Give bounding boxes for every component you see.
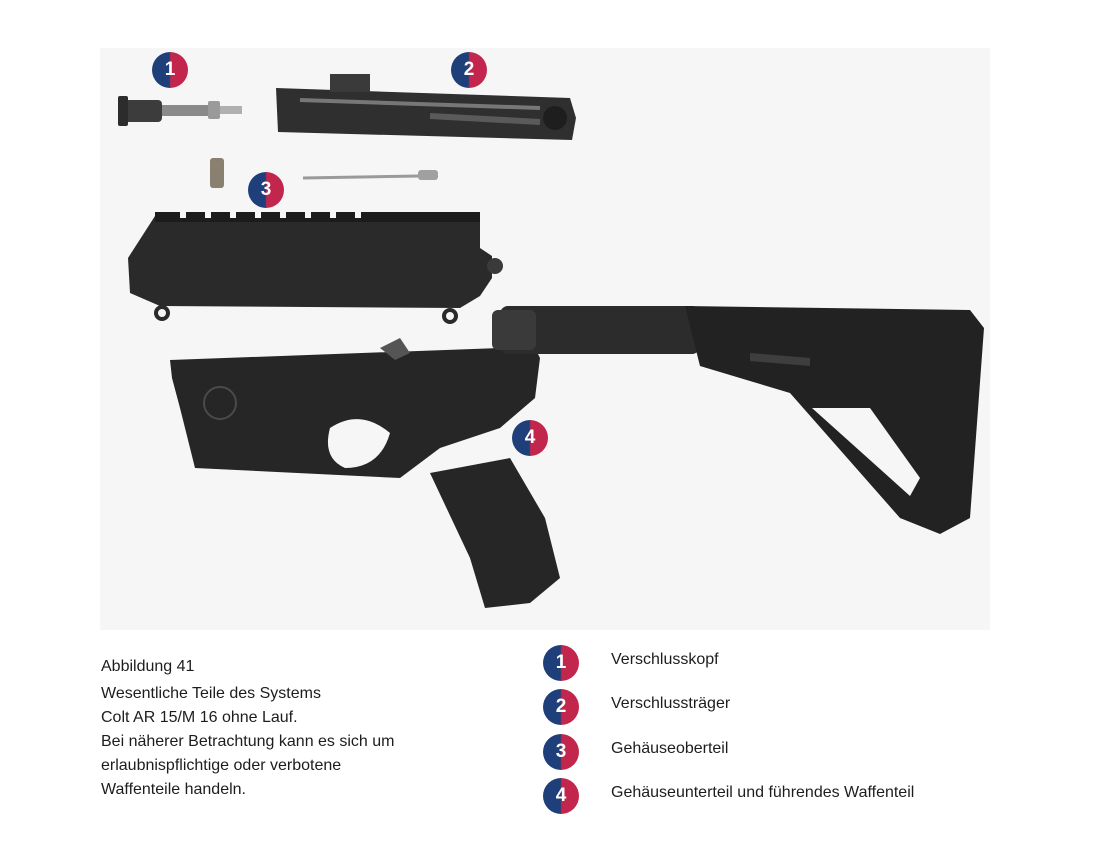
legend-marker: 4	[543, 778, 579, 814]
legend-item-4: 4 Gehäuseunterteil und führendes Waffent…	[543, 778, 1023, 814]
pistol-grip	[430, 458, 560, 608]
legend-marker: 2	[543, 689, 579, 725]
buffer-tube	[492, 306, 700, 354]
legend-label: Verschlussträger	[611, 695, 731, 712]
bolt-carrier-part	[276, 74, 576, 140]
figure-description: Wesentliche Teile des Systems Colt AR 15…	[101, 682, 501, 803]
legend-item-3: 3 Gehäuseoberteil	[543, 734, 1023, 770]
weapon-parts-illustration	[118, 74, 984, 608]
stock	[685, 306, 984, 534]
weapon-parts-photo: 1 2 3 4	[100, 48, 990, 630]
figure-marker-4: 4	[512, 420, 548, 456]
caption-line: Bei näherer Betrachtung kann es sich um	[101, 732, 395, 750]
legend-marker: 1	[543, 645, 579, 681]
legend-marker: 3	[543, 734, 579, 770]
legend-label: Verschlusskopf	[611, 651, 719, 668]
caption-line: Colt AR 15/M 16 ohne Lauf.	[101, 708, 298, 726]
lower-receiver-part	[170, 338, 540, 478]
caption-line: Wesentliche Teile des Systems	[101, 684, 321, 702]
legend-item-1: 1 Verschlusskopf	[543, 645, 1023, 681]
legend-label: Gehäuseoberteil	[611, 740, 729, 757]
figure-number: Abbildung 41	[101, 658, 195, 675]
legend-label: Gehäuseunterteil und führendes Waffentei…	[611, 784, 915, 801]
figure-caption: Abbildung 41 Wesentliche Teile des Syste…	[101, 655, 501, 803]
caption-line: Waffenteile handeln.	[101, 781, 246, 799]
upper-receiver-part	[128, 212, 503, 324]
legend-item-2: 2 Verschlussträger	[543, 689, 1023, 725]
figure-marker-1: 1	[152, 52, 188, 88]
caption-line: erlaubnispflichtige oder verbotene	[101, 757, 342, 775]
figure-marker-2: 2	[451, 52, 487, 88]
pins	[210, 158, 438, 188]
figure-marker-3: 3	[248, 172, 284, 208]
bolt-part	[118, 96, 242, 126]
